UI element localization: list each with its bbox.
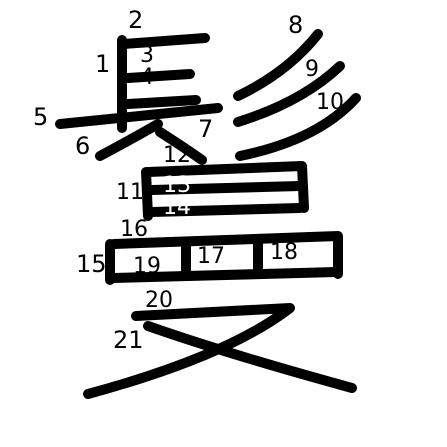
stroke-number-4: 4 [140, 65, 154, 90]
stroke-3 [123, 69, 195, 83]
stroke-number-1: 1 [95, 50, 111, 78]
stroke-12 [143, 161, 309, 213]
stroke-5 [55, 103, 223, 129]
stroke-number-13: 13 [163, 173, 191, 198]
stroke-10 [235, 93, 361, 161]
stroke-16 [109, 231, 343, 279]
stroke-number-5: 5 [33, 103, 49, 131]
stroke-7 [155, 127, 207, 165]
stroke-2 [119, 33, 210, 49]
stroke-number-3: 3 [140, 43, 154, 68]
stroke-number-2: 2 [128, 6, 144, 34]
stroke-number-12: 12 [163, 143, 191, 168]
stroke-number-15: 15 [76, 250, 107, 278]
stroke-number-20: 20 [145, 288, 173, 313]
stroke-number-7: 7 [198, 115, 214, 143]
stroke-4 [123, 95, 201, 109]
stroke-19 [109, 267, 341, 283]
stroke-11 [141, 167, 153, 221]
stroke-number-11: 11 [116, 180, 144, 205]
stroke-9 [233, 61, 345, 127]
stroke-number-8: 8 [288, 11, 304, 39]
stroke-number-16: 16 [120, 217, 148, 242]
stroke-21 [143, 321, 357, 393]
stroke-13 [147, 181, 305, 195]
stroke-8 [233, 29, 323, 101]
stroke-number-17: 17 [197, 244, 225, 269]
stroke-number-21: 21 [113, 326, 144, 354]
stroke-number-10: 10 [316, 90, 344, 115]
stroke-number-6: 6 [75, 132, 91, 160]
stroke-number-14: 14 [163, 195, 191, 220]
stroke-number-18: 18 [270, 240, 298, 265]
stroke-number-9: 9 [305, 57, 319, 82]
stroke-6 [95, 119, 163, 161]
stroke-14 [147, 203, 305, 217]
stroke-number-19: 19 [133, 254, 161, 279]
